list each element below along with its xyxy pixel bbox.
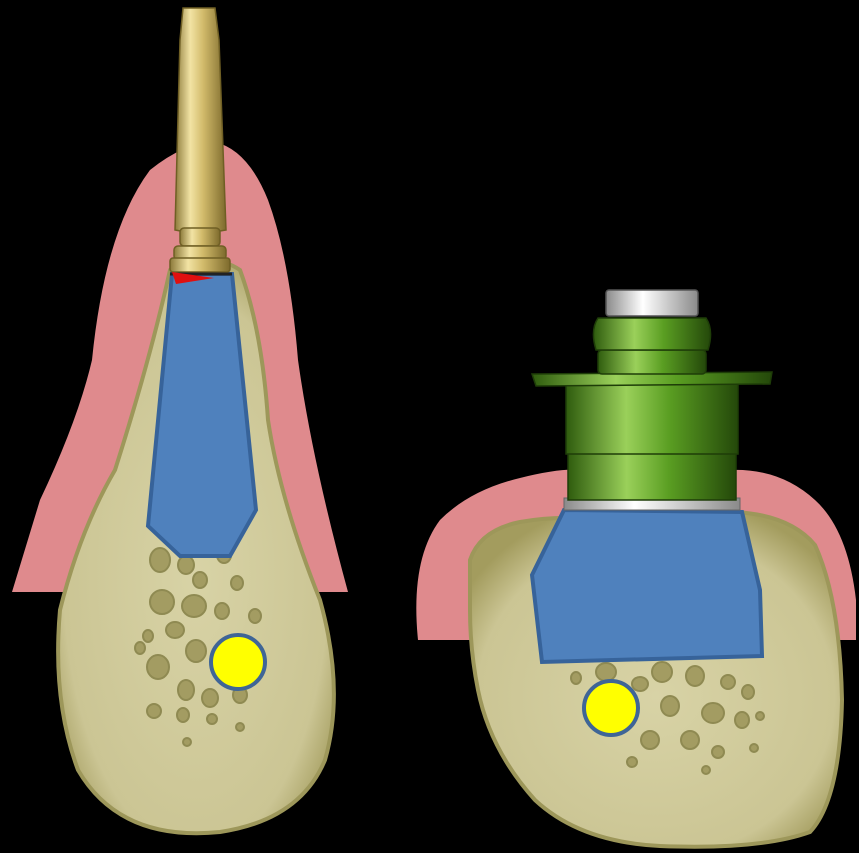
right-implant-body [532,510,762,662]
green-healing-abutment-icon [532,290,772,510]
left-nerve-canal [211,635,265,689]
left-implant-site [12,8,348,833]
right-nerve-canal [584,681,638,735]
right-implant-site [416,290,856,847]
